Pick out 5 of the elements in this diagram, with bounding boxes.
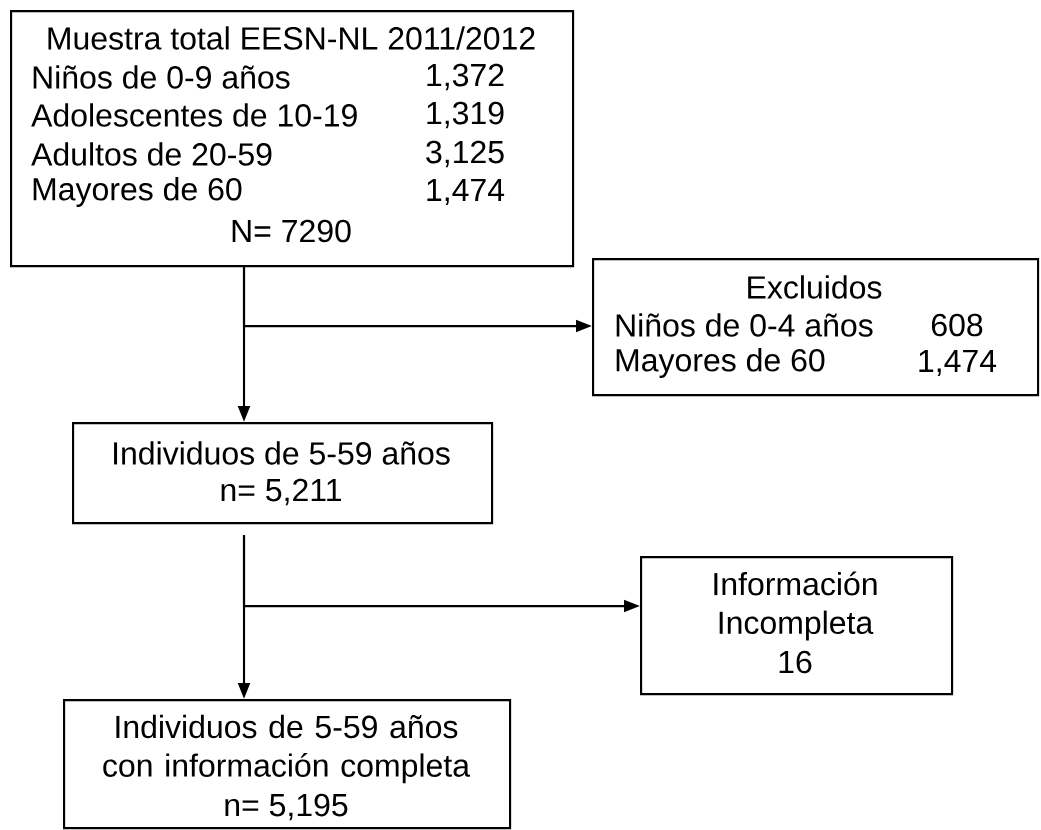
- flow-box: Excluidos Niños de 0-4 años 608 Mayores de 60 1,474: [592, 258, 1040, 397]
- flow-box: Muestra total EESN-NL 2011/2012 Niños de 0-9 años 1,372 Adolescentes de 10-19 1,319 Adultos de 20-59 3,125 Mayores de 60 1,474 N= 7290: [10, 10, 575, 268]
- flow-box: Individuos de 5-59 años con información completa n= 5,195: [63, 699, 512, 830]
- flow-box: Individuos de 5-59 años n= 5,211: [72, 422, 494, 525]
- flow-box: Información Incompleta 16: [640, 556, 954, 696]
